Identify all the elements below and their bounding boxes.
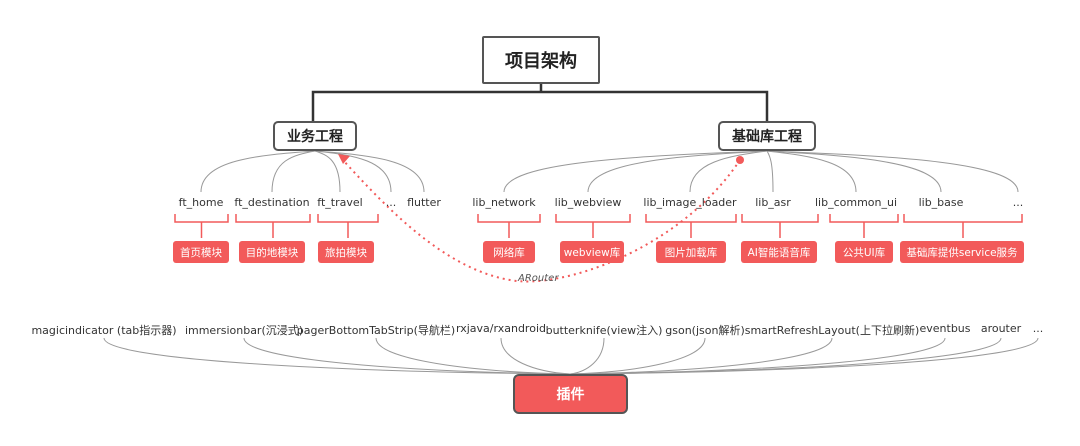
- module-tag: 首页模块: [173, 241, 229, 263]
- module-label: flutter: [407, 196, 441, 209]
- plugin-label: eventbus: [919, 322, 971, 335]
- business-node: 业务工程: [273, 121, 357, 151]
- plugin-connector: [500, 337, 571, 375]
- plugin-label: ...: [1032, 322, 1044, 335]
- root-label: 项目架构: [505, 51, 577, 72]
- module-connector: [314, 150, 425, 193]
- plugin-label: butterknife(view注入): [545, 324, 663, 337]
- business-label: 业务工程: [287, 129, 343, 145]
- module-bracket: [317, 214, 379, 238]
- arouter-origin-dot: [736, 156, 744, 164]
- module-connector: [689, 150, 768, 193]
- plugin-label: pagerBottomTabStrip(导航栏): [296, 324, 456, 337]
- module-label: lib_webview: [554, 196, 622, 209]
- plugin-connector: [569, 337, 605, 375]
- module-label: ft_destination: [234, 196, 310, 209]
- arouter-link: [340, 157, 741, 283]
- module-label: lib_network: [472, 196, 536, 209]
- plugin-label: immersionbar(沉浸式): [184, 324, 304, 337]
- plugin-connector: [569, 337, 706, 375]
- arouter-arrowhead: [338, 154, 350, 164]
- plugin-label: magicindicator (tab指示器): [31, 324, 177, 337]
- plugin-label: smartRefreshLayout(上下拉刷新): [744, 324, 920, 337]
- root-node: 项目架构: [482, 36, 600, 84]
- plugin-label: gson(json解析): [665, 324, 745, 337]
- module-label: ft_travel: [317, 196, 363, 209]
- module-bracket: [829, 214, 899, 238]
- plugin-connector: [243, 337, 571, 375]
- module-tag: 旅拍模块: [318, 241, 374, 263]
- plugin-connector: [569, 337, 833, 375]
- module-label: ...: [1012, 196, 1024, 209]
- module-connector: [503, 150, 768, 193]
- module-tag: AI智能语音库: [741, 241, 817, 263]
- module-tag: 公共UI库: [835, 241, 893, 263]
- module-bracket: [235, 214, 311, 238]
- module-bracket: [174, 214, 229, 238]
- module-connector: [766, 150, 1019, 193]
- module-tag: 基础库提供service服务: [900, 241, 1024, 263]
- module-connector: [766, 150, 774, 193]
- module-connector: [271, 150, 316, 193]
- library-label: 基础库工程: [732, 129, 802, 145]
- plugin-node-label: 插件: [556, 387, 585, 403]
- module-bracket: [477, 214, 541, 238]
- module-bracket: [645, 214, 737, 238]
- module-connector: [766, 150, 942, 193]
- module-connector: [587, 150, 768, 193]
- module-tag: 目的地模块: [239, 241, 305, 263]
- module-connector: [766, 150, 857, 193]
- plugin-connector: [569, 337, 946, 375]
- plugin-label: arouter: [980, 322, 1022, 335]
- router-label: ARouter: [518, 273, 559, 284]
- module-connector: [314, 150, 341, 193]
- module-label: lib_asr: [755, 196, 791, 209]
- plugin-connector: [569, 337, 1039, 375]
- module-tag: 图片加载库: [656, 241, 726, 263]
- module-bracket: [903, 214, 1023, 238]
- module-label: lib_common_ui: [814, 196, 898, 209]
- plugin-connector: [103, 337, 571, 375]
- module-connector: [314, 150, 392, 193]
- module-connector: [200, 150, 316, 193]
- plugin-connector: [375, 337, 571, 375]
- module-label: ...: [385, 196, 397, 209]
- tree-connector: [311, 84, 769, 121]
- module-tag: 网络库: [483, 241, 535, 263]
- library-node: 基础库工程: [718, 121, 816, 151]
- module-label: lib_image_loader: [643, 196, 737, 209]
- module-label: lib_base: [918, 196, 964, 209]
- module-bracket: [555, 214, 631, 238]
- module-tag: webview库: [560, 241, 624, 263]
- module-label: ft_home: [178, 196, 224, 209]
- plugin-label: rxjava/rxandroid: [456, 322, 546, 335]
- plugin-node: 插件: [513, 374, 628, 414]
- module-bracket: [741, 214, 819, 238]
